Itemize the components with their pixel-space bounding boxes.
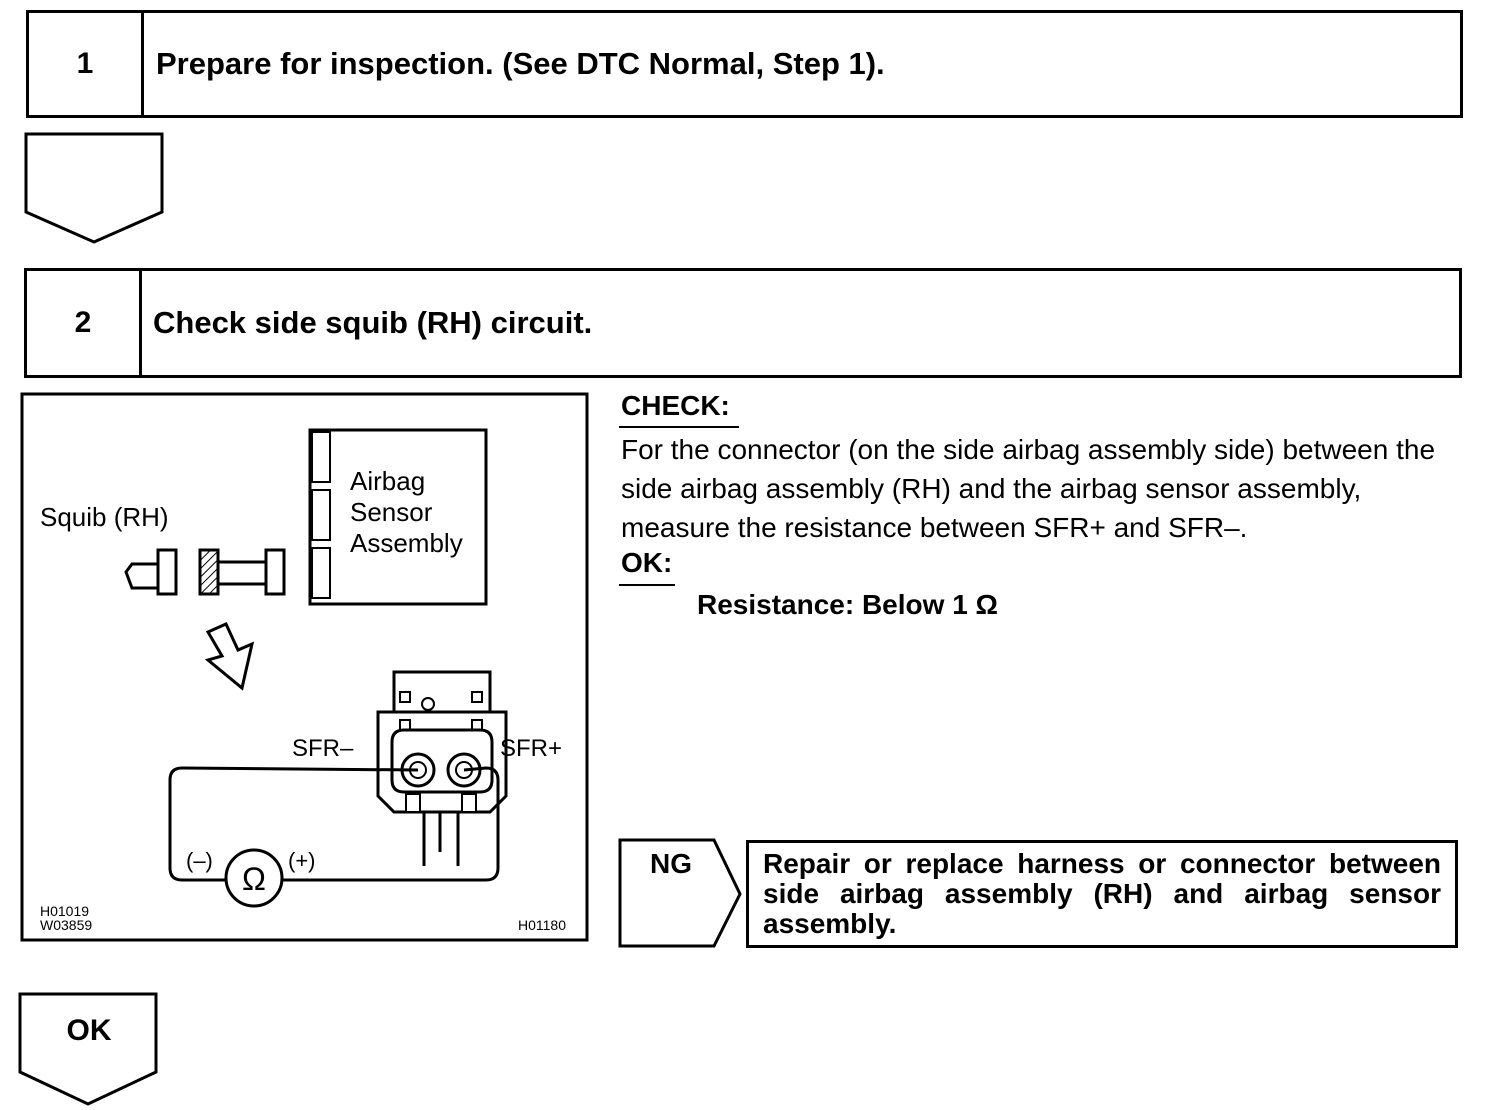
ng-action-box: Repair or replace harness or connector b… <box>746 840 1458 948</box>
down-arrow-icon <box>204 622 255 691</box>
step-number: 2 <box>27 271 142 375</box>
flow-arrow-1 <box>24 132 164 244</box>
step-2-box: 2 Check side squib (RH) circuit. <box>24 268 1462 378</box>
check-underline <box>619 426 739 428</box>
check-heading: CHECK: <box>621 390 730 421</box>
wiring-diagram: Airbag Sensor Assembly Squib (RH) SFR– S… <box>20 392 589 942</box>
squib-label: Squib (RH) <box>40 502 169 532</box>
meter-lead-neg <box>168 766 419 882</box>
code-label: W03859 <box>40 917 92 933</box>
pos-label: (+) <box>288 848 316 873</box>
squib-plug <box>124 562 160 590</box>
sensor-assembly-box <box>308 428 488 606</box>
step-title: Prepare for inspection. (See DTC Normal,… <box>156 46 885 81</box>
check-text: For the connector (on the side airbag as… <box>621 434 1436 543</box>
step-title: Check side squib (RH) circuit. <box>153 305 593 340</box>
sfr-plus-label: SFR+ <box>500 735 562 762</box>
ok-underline <box>619 584 675 586</box>
sensor-label-3: Assembly <box>350 528 463 558</box>
sensor-label-1: Airbag <box>350 466 425 496</box>
ng-label: NG <box>650 848 692 879</box>
sfr-minus-label: SFR– <box>292 735 354 762</box>
code-label: H01019 <box>40 903 89 919</box>
neg-label: (–) <box>186 848 213 873</box>
step-number: 1 <box>29 13 144 115</box>
ok-label: OK <box>66 1014 112 1047</box>
ohmmeter-icon <box>224 848 284 908</box>
ok-heading: OK: <box>621 547 673 578</box>
ohm-symbol: Ω <box>242 861 266 897</box>
meter-lead-pos <box>282 766 500 882</box>
ng-action-text: Repair or replace harness or connector b… <box>763 848 1441 939</box>
diagram-frame <box>20 392 589 942</box>
ng-arrow <box>618 838 742 948</box>
sensor-label-2: Sensor <box>350 497 433 527</box>
step-1-box: 1 Prepare for inspection. (See DTC Norma… <box>26 10 1463 118</box>
code-label: H01180 <box>518 917 566 933</box>
resistance-spec: Resistance: Below 1 Ω <box>697 589 998 620</box>
ok-arrow <box>18 992 158 1106</box>
